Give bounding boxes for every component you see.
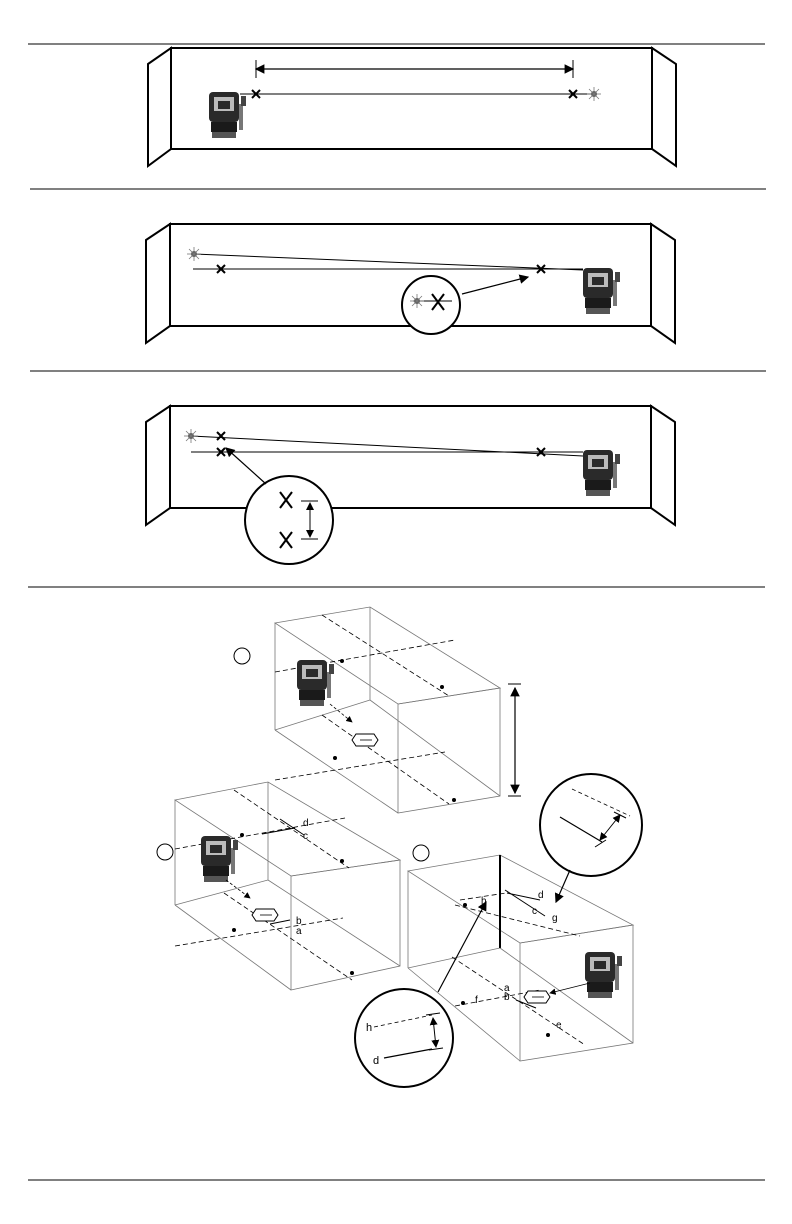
laser-point-icon [587, 87, 601, 101]
room-box-1 [275, 607, 500, 813]
laser-level-icon [297, 660, 334, 706]
label-a: a [296, 926, 302, 937]
label-c: c [303, 831, 308, 842]
label-h: h [366, 1022, 372, 1034]
figure-3 [146, 406, 675, 564]
figure-4: d c b a h d c g a [157, 607, 642, 1087]
floor-target-icon [524, 991, 550, 1003]
floor-target-icon [252, 909, 278, 921]
laser-point-icon [184, 429, 198, 443]
figure-2 [146, 224, 675, 343]
magnifier-detail-upper [540, 774, 642, 902]
label-d: d [303, 818, 309, 829]
box-2-laser-lines [175, 790, 352, 980]
label-c: c [532, 906, 537, 917]
laser-point-icon [187, 247, 201, 261]
label-d: d [373, 1055, 379, 1067]
laser-level-icon [585, 952, 622, 998]
label-b: b [504, 992, 510, 1003]
label-e: e [556, 1020, 562, 1031]
magnifier-detail-lower: h d [355, 902, 486, 1087]
label-g: g [552, 913, 558, 924]
step-marker-3 [413, 845, 429, 861]
step-marker-1 [234, 648, 250, 664]
figure-1 [148, 48, 676, 166]
label-f: f [475, 995, 478, 1006]
label-d: d [538, 890, 544, 901]
floor-target-icon [352, 734, 378, 746]
laser-level-icon [201, 836, 238, 882]
step-marker-2 [157, 844, 173, 860]
box-3-laser-lines [452, 893, 585, 1045]
room-box-2 [175, 782, 400, 990]
